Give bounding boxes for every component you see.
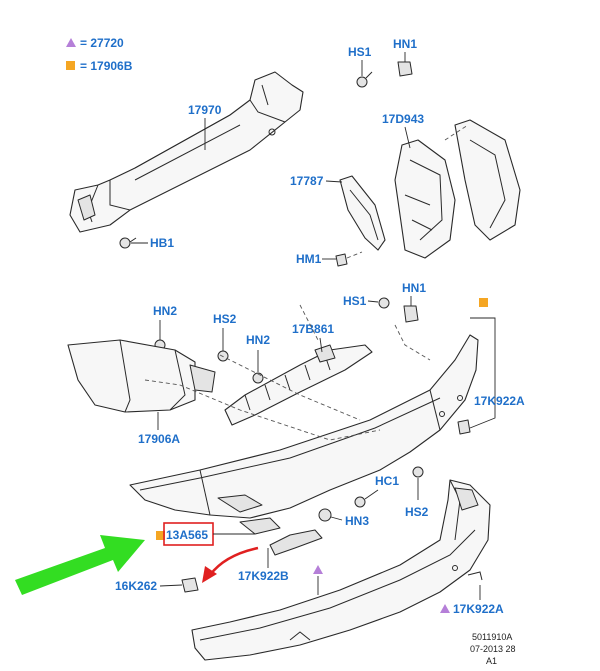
label-17k922b: 17K922B bbox=[238, 569, 289, 583]
absorber-17b861 bbox=[224, 337, 373, 426]
label-hm1: HM1 bbox=[296, 252, 322, 266]
bolt-hb1 bbox=[119, 237, 148, 249]
label-hb1: HB1 bbox=[150, 236, 174, 250]
label-17d943: 17D943 bbox=[382, 112, 424, 126]
square-marker-13a565-icon bbox=[156, 531, 165, 540]
label-17k922a-bottom: 17K922A bbox=[453, 602, 504, 616]
label-13a565: 13A565 bbox=[166, 528, 208, 542]
footer-line3: A1 bbox=[486, 656, 497, 666]
clip-16k262 bbox=[159, 577, 199, 593]
nut-hn1-top bbox=[397, 52, 413, 77]
label-hs1-mid: HS1 bbox=[343, 294, 367, 308]
bracket-17k922b bbox=[267, 529, 323, 568]
label-hn1-mid: HN1 bbox=[402, 281, 426, 295]
label-hn1-top: HN1 bbox=[393, 37, 417, 51]
triangle-marker-bottom-icon bbox=[440, 604, 450, 613]
triangle-marker-mid-icon bbox=[313, 565, 323, 574]
bracket-17d943 bbox=[394, 126, 456, 259]
legend-square-icon bbox=[66, 61, 75, 70]
nut-hn1-mid bbox=[403, 296, 419, 323]
label-17k922a-right: 17K922A bbox=[474, 394, 525, 408]
wheel-arch-part bbox=[444, 119, 521, 241]
label-17970: 17970 bbox=[188, 103, 222, 117]
bumper-cover-lower bbox=[191, 479, 491, 661]
legend: = 27720 = 17906B bbox=[66, 36, 133, 73]
reflector-13a565 bbox=[239, 517, 281, 535]
clip-17k922a-right bbox=[457, 419, 471, 435]
screw-hs1-mid bbox=[367, 297, 390, 309]
label-hn2-left: HN2 bbox=[153, 304, 177, 318]
legend-triangle-text: = 27720 bbox=[80, 36, 124, 50]
nut-hn2-left bbox=[154, 320, 166, 351]
legend-square-text: = 17906B bbox=[80, 59, 133, 73]
label-17787: 17787 bbox=[290, 174, 324, 188]
label-hc1: HC1 bbox=[375, 474, 399, 488]
screw-hs1-top bbox=[356, 60, 373, 88]
label-17906a: 17906A bbox=[138, 432, 180, 446]
legend-triangle-icon bbox=[66, 38, 76, 47]
footer-line1: 5011910A bbox=[472, 632, 512, 642]
label-17b861: 17B861 bbox=[292, 322, 334, 336]
square-marker-right-icon bbox=[479, 298, 488, 307]
label-hn2-mid: HN2 bbox=[246, 333, 270, 347]
label-hs2-right: HS2 bbox=[405, 505, 429, 519]
red-arrow-icon bbox=[202, 546, 259, 583]
nut-hn3 bbox=[318, 508, 343, 522]
footer-line2: 07-2013 28 bbox=[470, 644, 516, 654]
label-16k262: 16K262 bbox=[115, 579, 157, 593]
label-hs2-left: HS2 bbox=[213, 312, 237, 326]
label-hs1-top: HS1 bbox=[348, 45, 372, 59]
bracket-17787 bbox=[325, 175, 386, 251]
label-hn3: HN3 bbox=[345, 514, 369, 528]
clip-hc1 bbox=[354, 489, 379, 508]
reinforcement-bar-17970 bbox=[69, 71, 304, 233]
nut-hn2-mid bbox=[252, 350, 264, 384]
fastener-hm1 bbox=[322, 251, 363, 267]
green-arrow-icon bbox=[15, 535, 145, 595]
screw-hs2-right bbox=[412, 466, 424, 500]
end-cover-17906a bbox=[67, 339, 216, 430]
bumper-cover-upper bbox=[129, 304, 479, 519]
